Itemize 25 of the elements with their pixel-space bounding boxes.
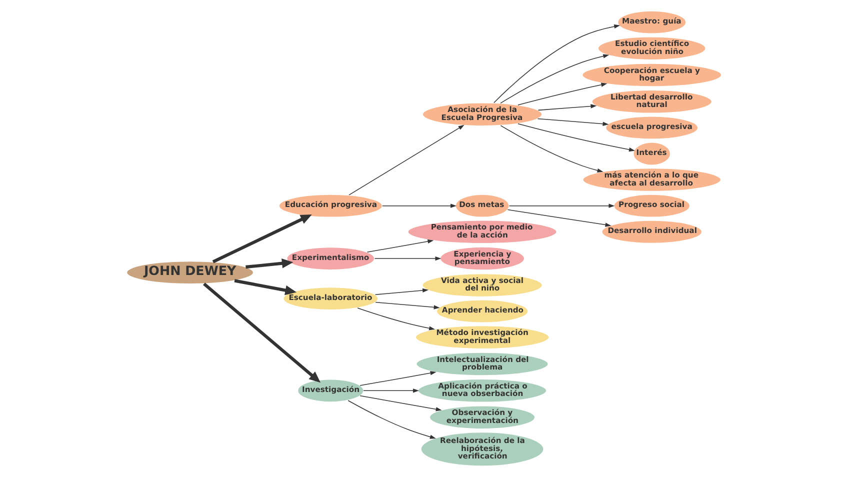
arrow — [202, 282, 320, 383]
arrow — [366, 239, 434, 253]
arrow — [494, 24, 620, 104]
arrow — [375, 302, 440, 310]
node-ellipse: JOHN DEWEY — [126, 260, 254, 284]
arrow — [363, 388, 420, 393]
arrow — [374, 288, 429, 296]
arrow — [348, 400, 436, 439]
arrow — [507, 209, 612, 227]
arrow — [348, 124, 464, 196]
arrow — [518, 82, 608, 106]
arrow — [382, 204, 456, 208]
arrow — [508, 204, 615, 208]
arrow — [374, 256, 442, 261]
arrow — [357, 308, 436, 330]
arrow — [360, 395, 442, 412]
arrow — [360, 371, 436, 386]
arrow — [518, 123, 635, 152]
arrow — [234, 279, 297, 296]
arrow — [212, 214, 312, 264]
arrow — [537, 118, 609, 126]
arrow — [500, 54, 610, 104]
arrow — [538, 104, 597, 111]
arrow — [500, 125, 604, 172]
arrow — [246, 258, 294, 269]
